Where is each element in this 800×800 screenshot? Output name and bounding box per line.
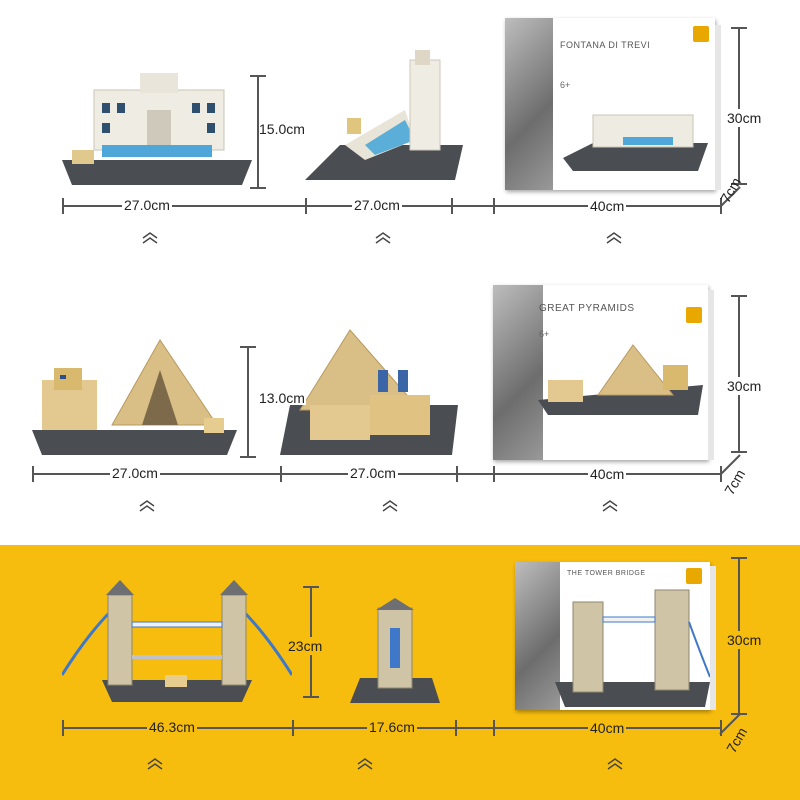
trevi-width-label-front: 27.0cm [122,197,172,213]
pyramids-box-height-line [738,296,740,451]
trevi-box-width-label: 40cm [588,198,627,214]
tower-bridge-box-depth-line [719,713,741,735]
trevi-height-label: 15.0cm [259,121,305,137]
trevi-box-photo [505,18,553,190]
pyramids-box-title: GREAT PYRAMIDS [539,303,635,314]
trevi-box: FONTANA DI TREVI 6+ [505,18,715,190]
chevron-up-icon [139,500,155,512]
brand-logo-icon [686,307,702,323]
trevi-box-height-tick-bottom [731,183,747,185]
trevi-box-height-line [738,28,740,183]
tower-bridge-width-tick-4 [493,720,495,736]
trevi-width-tick-2 [305,198,307,214]
chevron-up-icon [375,232,391,244]
trevi-box-model-image [563,114,708,171]
trevi-height-tick-top [250,75,266,77]
trevi-width-label-side: 27.0cm [352,197,402,213]
trevi-height-line [257,76,259,188]
brand-logo-icon [693,26,709,42]
chevron-up-icon [607,758,623,770]
tower-bridge-height-label: 23cm [288,637,323,655]
trevi-box-age: 6+ [560,80,571,90]
pyramids-width-label-front: 27.0cm [110,465,160,481]
tower-bridge-box-side [710,566,716,710]
tower-bridge-box-width-label: 40cm [588,720,627,736]
pyramids-box-height-label: 30cm [727,377,762,395]
pyramids-width-tick-3 [456,466,458,482]
chevron-up-icon [142,232,158,244]
pyramids-box-age: 6+ [539,329,550,339]
tower-bridge-height-tick-top [303,586,319,588]
pyramids-height-tick-bottom [240,456,256,458]
tower-bridge-width-label-side: 17.6cm [367,719,417,735]
pyramids-box-height-tick-bottom [731,451,747,453]
trevi-box-depth-line [719,186,741,208]
tower-bridge-box-model-image [555,589,710,707]
tower-bridge-width-tick-1 [62,720,64,736]
trevi-box-height-tick-top [731,27,747,29]
tower-bridge-box-photo [515,562,560,710]
trevi-box-title: FONTANA DI TREVI [560,40,651,50]
pyramids-height-line [247,347,249,457]
brand-logo-icon [686,568,702,584]
tower-bridge-width-tick-3 [455,720,457,736]
tower-bridge-model-front [62,580,292,702]
chevron-up-icon [357,758,373,770]
pyramids-width-tick-1 [32,466,34,482]
tower-bridge-width-label-front: 46.3cm [147,719,197,735]
tower-bridge-box-title: THE TOWER BRIDGE [567,570,646,577]
chevron-up-icon [606,232,622,244]
trevi-width-tick-1 [62,198,64,214]
trevi-box-side [715,25,721,190]
tower-bridge-box: THE TOWER BRIDGE [515,562,710,710]
tower-bridge-height-tick-bottom [303,696,319,698]
pyramids-box: GREAT PYRAMIDS 6+ [493,285,708,460]
pyramids-box-side [708,290,714,460]
trevi-box-height-label: 30cm [727,109,762,127]
pyramids-model-side [280,329,458,455]
trevi-width-tick-4 [493,198,495,214]
tower-bridge-width-tick-5 [720,720,722,736]
pyramids-box-depth-line [719,454,741,476]
trevi-width-tick-3 [451,198,453,214]
pyramids-height-tick-top [240,346,256,348]
chevron-up-icon [382,500,398,512]
trevi-model-side [305,50,463,180]
tower-bridge-box-height-label: 30cm [727,631,762,649]
pyramids-box-height-tick-top [731,295,747,297]
pyramids-width-label-side: 27.0cm [348,465,398,481]
tower-bridge-width-tick-2 [292,720,294,736]
tower-bridge-model-side [350,598,440,703]
trevi-model-front [62,73,252,185]
chevron-up-icon [147,758,163,770]
pyramids-box-photo [493,285,543,460]
pyramids-width-tick-2 [280,466,282,482]
pyramids-box-width-label: 40cm [588,466,627,482]
chevron-up-icon [602,500,618,512]
tower-bridge-box-height-tick-top [731,557,747,559]
pyramids-model-front [32,339,237,455]
pyramids-width-tick-4 [493,466,495,482]
pyramids-box-model-image [538,344,703,415]
pyramids-height-label: 13.0cm [258,390,306,406]
trevi-height-tick-bottom [250,187,266,189]
